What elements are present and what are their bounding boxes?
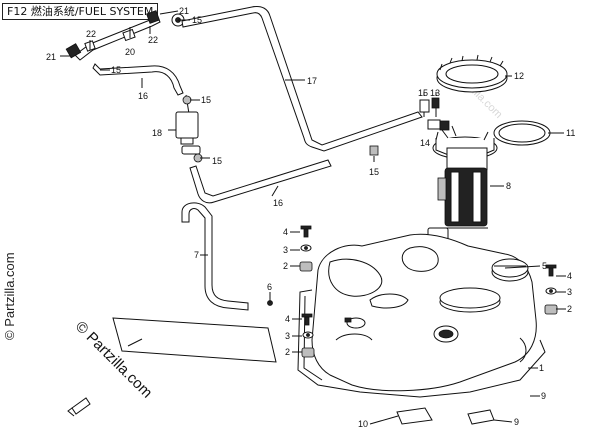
callout-21-top: 21 xyxy=(179,6,189,16)
hose-16-lower xyxy=(189,159,332,204)
mount-stack-upper-left xyxy=(299,225,313,272)
lock-ring-12 xyxy=(436,54,508,93)
callout-20: 20 xyxy=(125,47,135,57)
callout-21-left: 21 xyxy=(46,52,56,62)
callout-16-upper: 16 xyxy=(138,91,148,101)
callout-6: 6 xyxy=(267,282,272,292)
callout-4-right: 4 xyxy=(567,271,572,281)
fuel-filter-18 xyxy=(175,94,203,163)
fuel-tank-1 xyxy=(297,233,546,398)
callout-16-lower: 16 xyxy=(273,198,283,208)
callout-15-filter-bottom: 15 xyxy=(212,156,222,166)
callout-13: 13 xyxy=(430,88,440,98)
callout-10: 10 xyxy=(358,419,368,429)
callout-11: 11 xyxy=(566,128,575,138)
fuel-pump-8 xyxy=(432,125,498,229)
callout-15-mid: 15 xyxy=(369,167,379,177)
callout-5: 5 xyxy=(542,261,547,271)
vent-nipple xyxy=(344,317,366,329)
callout-8: 8 xyxy=(506,181,511,191)
hose-20-group xyxy=(65,10,161,61)
hose-7 xyxy=(181,202,249,311)
callout-4-lower: 4 xyxy=(285,314,290,324)
callout-17: 17 xyxy=(307,76,317,86)
filler-cap-5 xyxy=(491,258,529,282)
callout-15-top: 15 xyxy=(192,15,202,25)
callout-3-upper: 3 xyxy=(283,245,288,255)
callout-2-lower: 2 xyxy=(285,347,290,357)
callout-22-upper: 22 xyxy=(148,35,158,45)
warning-label xyxy=(112,317,277,363)
diagram-title: F12 燃油系统/FUEL SYSTEM xyxy=(2,3,159,20)
callout-9-lower: 9 xyxy=(514,417,519,427)
callout-18: 18 xyxy=(152,128,162,138)
callout-22-left: 22 xyxy=(86,29,96,39)
leader-lines xyxy=(60,10,566,425)
callout-7: 7 xyxy=(194,250,199,260)
callout-15-right: 15 xyxy=(418,88,428,98)
label-10 xyxy=(396,407,433,425)
fitting-13-14 xyxy=(419,97,450,131)
callout-12: 12 xyxy=(514,71,524,81)
clamp-15-mid xyxy=(369,145,379,156)
callout-15-upper-left: 15 xyxy=(111,65,121,75)
callout-3-lower: 3 xyxy=(285,331,290,341)
callout-15-filter-top: 15 xyxy=(201,95,211,105)
callout-2-right: 2 xyxy=(567,304,572,314)
mount-stack-right xyxy=(544,264,558,315)
callout-9-right: 9 xyxy=(541,391,546,401)
callout-14: 14 xyxy=(420,138,430,148)
gasket-11 xyxy=(493,120,551,146)
callout-1: 1 xyxy=(539,363,544,373)
hose-16-upper xyxy=(92,63,184,96)
callout-3-right: 3 xyxy=(567,287,572,297)
direction-arrow-icon xyxy=(67,397,91,417)
label-9-lower xyxy=(467,409,495,425)
callout-labels: 21 15 22 22 20 21 15 16 15 18 15 17 16 1… xyxy=(46,6,575,429)
mount-stack-lower-left xyxy=(301,313,315,358)
callout-2-upper: 2 xyxy=(283,261,288,271)
callout-4-upper: 4 xyxy=(283,227,288,237)
hose-17 xyxy=(181,6,423,152)
